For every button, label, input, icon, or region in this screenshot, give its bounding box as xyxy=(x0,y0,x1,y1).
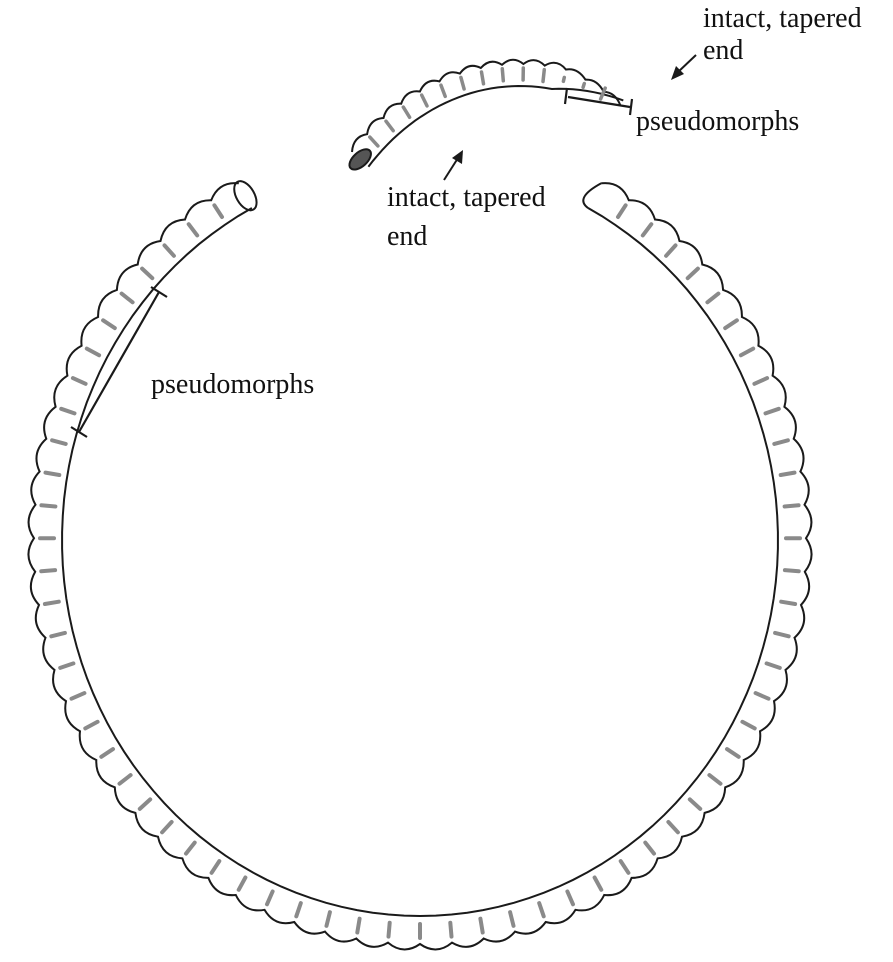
segment-divider xyxy=(539,903,544,916)
segment-divider xyxy=(327,912,330,926)
segment-divider xyxy=(785,570,799,571)
segment-divider xyxy=(52,440,66,444)
fragment-inner-edge xyxy=(368,86,623,167)
segment-divider xyxy=(781,602,795,604)
segment-divider xyxy=(51,633,65,636)
bracket-cap-right-upper xyxy=(630,99,632,115)
segment-divider xyxy=(756,693,769,699)
segment-divider xyxy=(122,294,133,303)
segment-divider xyxy=(87,349,99,356)
main-segmented-ring xyxy=(28,177,811,949)
fragment-segment-divider xyxy=(563,77,564,81)
segment-divider xyxy=(142,269,152,279)
segment-divider xyxy=(189,224,198,235)
segment-divider xyxy=(621,861,629,873)
segment-divider xyxy=(120,775,131,784)
segment-divider xyxy=(72,693,85,699)
segment-divider xyxy=(707,294,718,303)
segment-divider xyxy=(140,799,150,809)
segment-divider xyxy=(690,799,700,809)
segment-divider xyxy=(725,320,737,328)
fragment-segment-divider xyxy=(422,95,427,106)
fragment-outer-edge xyxy=(352,60,621,152)
arrow-lower-end xyxy=(444,158,458,180)
fragment-segment-divider xyxy=(583,84,584,88)
segment-divider xyxy=(46,473,60,475)
segment-divider xyxy=(741,349,753,356)
segment-divider xyxy=(781,473,795,475)
segment-divider xyxy=(61,409,74,414)
segment-divider xyxy=(41,505,55,506)
upper-fragment xyxy=(346,60,623,174)
segment-divider xyxy=(214,205,222,217)
segment-divider xyxy=(296,903,301,916)
segment-divider xyxy=(389,923,390,937)
segment-divider xyxy=(103,320,115,328)
segment-divider xyxy=(480,919,482,933)
segment-divider xyxy=(595,878,602,890)
segment-divider xyxy=(186,843,195,854)
segment-divider xyxy=(643,224,652,235)
segment-divider xyxy=(267,892,273,905)
segment-divider xyxy=(567,892,573,905)
label-pseudomorphs-upper: pseudomorphs xyxy=(636,106,799,138)
segment-divider xyxy=(775,633,789,636)
segment-divider xyxy=(450,923,451,937)
segment-divider xyxy=(73,378,86,384)
segment-divider xyxy=(510,912,513,926)
segment-divider xyxy=(666,245,675,255)
bracket-cap-left-upper xyxy=(565,88,567,104)
pseudomorphs-bracket-left xyxy=(79,292,159,432)
segment-divider xyxy=(785,505,799,506)
fragment-broken-end xyxy=(346,145,375,173)
segment-divider xyxy=(60,663,73,668)
segment-divider xyxy=(645,843,654,854)
label-upper-tapered-end-line1: intact, tapered xyxy=(703,3,862,35)
ring-inner-edge xyxy=(62,208,778,916)
fragment-segment-divider xyxy=(386,121,393,131)
fragment-segment-divider xyxy=(482,72,484,84)
label-lower-tapered-end-line2: end xyxy=(387,221,427,253)
segment-divider xyxy=(85,722,97,729)
segment-divider xyxy=(709,775,720,784)
segment-divider xyxy=(101,749,113,757)
segment-divider xyxy=(165,245,174,255)
label-upper-tapered-end-line2: end xyxy=(703,35,743,67)
segment-divider xyxy=(766,409,779,414)
segment-divider xyxy=(45,602,59,604)
fragment-segment-divider xyxy=(502,69,503,81)
segment-divider xyxy=(774,440,788,444)
fragment-segment-divider xyxy=(461,77,464,89)
fragment-segment-divider xyxy=(403,107,409,117)
segment-divider xyxy=(742,722,754,729)
segment-divider xyxy=(618,205,626,217)
segment-divider xyxy=(41,570,55,571)
ring-tapered-end xyxy=(583,183,601,208)
segment-divider xyxy=(767,663,780,668)
fragment-segment-divider xyxy=(543,70,544,82)
fragment-segment-divider xyxy=(601,88,606,99)
segment-divider xyxy=(727,749,739,757)
segment-divider xyxy=(162,822,172,832)
bracket-cap-top-left xyxy=(151,287,167,297)
segment-divider xyxy=(688,269,698,279)
fragment-segment-divider xyxy=(441,85,445,96)
segment-divider xyxy=(754,378,767,384)
label-lower-tapered-end-line1: intact, tapered xyxy=(387,182,546,214)
segment-divider xyxy=(239,878,246,890)
segment-divider xyxy=(668,822,678,832)
segment-divider xyxy=(357,919,359,933)
arrowhead-lower-end xyxy=(452,150,463,164)
fragment-segment-divider xyxy=(370,137,378,146)
segment-divider xyxy=(212,861,220,873)
label-pseudomorphs-left: pseudomorphs xyxy=(151,369,314,401)
